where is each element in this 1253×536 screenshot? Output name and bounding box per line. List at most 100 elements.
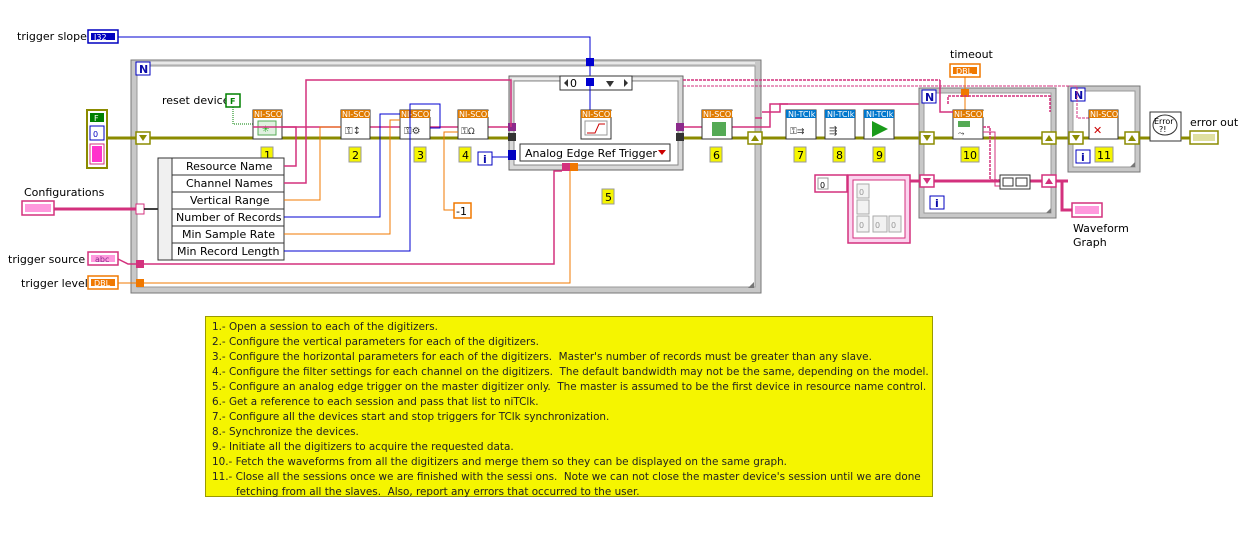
case-selector[interactable]: 0 (559, 75, 633, 91)
trigger-source-control[interactable]: abc (87, 251, 119, 266)
trigger-type-ring[interactable]: Analog Edge Ref Trigger (519, 143, 671, 162)
svg-text:Number of Records: Number of Records (176, 211, 282, 224)
svg-text:0: 0 (859, 188, 864, 197)
waveform-graph-indicator[interactable] (1071, 202, 1103, 218)
error-out-label: error out (1190, 116, 1239, 129)
svg-text:NI-SCOPE: NI-SCOPE (703, 110, 741, 119)
fetch-loop-count-terminal[interactable]: N (921, 89, 937, 104)
error-out-indicator[interactable] (1189, 130, 1219, 145)
empty-waveform-array-constant[interactable]: 0 0 0 0 0 (814, 174, 911, 244)
close-loop-count-terminal[interactable]: N (1070, 87, 1086, 102)
svg-text:10: 10 (963, 149, 977, 162)
build-array-node[interactable] (999, 174, 1031, 190)
svg-text:⚿Ω: ⚿Ω (461, 127, 475, 137)
reset-device-control[interactable]: F (225, 93, 241, 108)
note-line: 9.- Initiate all the digitizers to acqui… (212, 441, 514, 453)
step-8-badge: 8 (832, 146, 846, 163)
svg-text:1: 1 (264, 149, 271, 162)
svg-text:NI-SCOPE: NI-SCOPE (401, 110, 439, 119)
svg-text:Error: Error (1154, 117, 1174, 126)
svg-text:⚿↕: ⚿↕ (345, 126, 361, 137)
trigger-level-control[interactable]: DBL (87, 275, 119, 290)
error-shift-register-left[interactable] (135, 131, 151, 145)
svg-text:0: 0 (875, 221, 880, 230)
vi-3-configure-horizontal[interactable]: NI-SCOPE ⚿⚙ (399, 109, 439, 140)
minus-one-constant[interactable]: -1 (453, 202, 472, 219)
note-line: 7.- Configure all the devices start and … (212, 411, 610, 423)
svg-text:NI-TClk: NI-TClk (866, 110, 894, 119)
note-line: fetching from all the slaves. Also, repo… (236, 486, 640, 498)
note-line: 8.- Synchronize the devices. (212, 426, 359, 438)
svg-text:i: i (935, 197, 939, 210)
note-line: 2.- Configure the vertical parameters fo… (212, 336, 539, 348)
vi-7-tclk-configure[interactable]: NI-TClk ⚿⇉ (785, 109, 817, 140)
step-2-badge: 2 (348, 146, 362, 163)
simple-error-handler[interactable]: Error ?! (1149, 111, 1182, 142)
svg-text:0: 0 (820, 181, 825, 190)
vi-10-fetch[interactable]: NI-SCOPE ⤳ (952, 109, 992, 140)
trigger-slope-control[interactable]: I32 (87, 29, 119, 44)
svg-text:NI-SCOPE: NI-SCOPE (342, 110, 380, 119)
svg-text:abc: abc (95, 255, 109, 264)
svg-text:I32: I32 (94, 33, 107, 42)
svg-text:i: i (483, 153, 487, 166)
vi-1-initialize[interactable]: NI-SCOPE ✳ (252, 109, 292, 140)
svg-text:7: 7 (797, 149, 804, 162)
error-in-control[interactable]: F 0 (86, 109, 108, 169)
svg-text:N: N (1074, 89, 1083, 102)
trigger-level-label: trigger level (21, 277, 88, 290)
vi-5-analog-edge-trigger[interactable]: NI-SCOPE (580, 109, 620, 140)
svg-text:?!: ?! (1159, 125, 1166, 134)
vi-2-configure-vertical[interactable]: NI-SCOPE ⚿↕ (340, 109, 380, 140)
svg-text:0: 0 (891, 221, 896, 230)
trigger-source-label: trigger source (8, 253, 85, 266)
svg-text:NI-SCOPE: NI-SCOPE (459, 110, 497, 119)
svg-text:6: 6 (713, 149, 720, 162)
svg-text:NI-SCOPE: NI-SCOPE (954, 110, 992, 119)
note-line: 5.- Configure an analog edge trigger on … (212, 381, 927, 393)
svg-text:Vertical Range: Vertical Range (190, 194, 270, 207)
svg-text:⤳: ⤳ (958, 129, 965, 138)
vi-8-tclk-synchronize[interactable]: NI-TClk ⇶ (824, 109, 856, 140)
configurations-label: Configurations (24, 186, 105, 199)
svg-text:N: N (925, 91, 934, 104)
main-loop-count-terminal[interactable]: N (135, 61, 151, 76)
comment-notes: 1.- Open a session to each of the digiti… (205, 316, 933, 498)
svg-text:NI-TClk: NI-TClk (827, 110, 855, 119)
svg-text:Analog Edge Ref Trigger: Analog Edge Ref Trigger (525, 147, 657, 160)
step-3-badge: 3 (413, 146, 427, 163)
vi-9-tclk-initiate[interactable]: NI-TClk (863, 109, 895, 140)
svg-text:8: 8 (836, 149, 843, 162)
note-line: 11.- Close all the sessions once we are … (212, 471, 921, 483)
svg-text:0: 0 (570, 77, 577, 90)
configurations-control[interactable] (21, 200, 55, 216)
svg-text:0: 0 (93, 130, 98, 139)
svg-text:✳: ✳ (262, 125, 270, 135)
waveform-graph-label-1: Waveform (1073, 222, 1129, 235)
vi-6-get-session-reference[interactable]: NI-SCOPE (701, 109, 741, 140)
note-line: 3.- Configure the horizontal parameters … (212, 351, 872, 363)
svg-text:i: i (1081, 151, 1085, 164)
svg-text:⚿⇉: ⚿⇉ (790, 127, 805, 137)
main-loop-index-terminal[interactable]: i (477, 151, 493, 166)
error-shift-register-right[interactable] (747, 131, 763, 145)
svg-text:NI-SCOPE: NI-SCOPE (254, 110, 292, 119)
vi-11-close[interactable]: NI-SCOPE ✕ (1088, 109, 1128, 140)
step-9-badge: 9 (872, 146, 886, 163)
bundle-field-number-of-records: Number of Records (171, 208, 285, 227)
close-loop-index-terminal[interactable]: i (1075, 149, 1091, 164)
svg-text:Min Record Length: Min Record Length (177, 245, 279, 258)
svg-text:DBL: DBL (956, 67, 973, 76)
svg-text:⚿⚙: ⚿⚙ (404, 126, 421, 137)
svg-text:11: 11 (1097, 149, 1111, 162)
step-11-badge: 11 (1094, 146, 1114, 163)
svg-text:✕: ✕ (1093, 124, 1102, 137)
svg-text:F: F (94, 114, 99, 123)
timeout-control[interactable]: DBL (949, 63, 981, 78)
bundle-field-min-record-length: Min Record Length (171, 242, 285, 261)
note-line: 6.- Get a reference to each session and … (212, 396, 539, 408)
vi-4-configure-filter[interactable]: NI-SCOPE ⚿Ω (457, 109, 497, 140)
fetch-loop-index-terminal[interactable]: i (929, 195, 945, 210)
step-4-badge: 4 (458, 146, 472, 163)
